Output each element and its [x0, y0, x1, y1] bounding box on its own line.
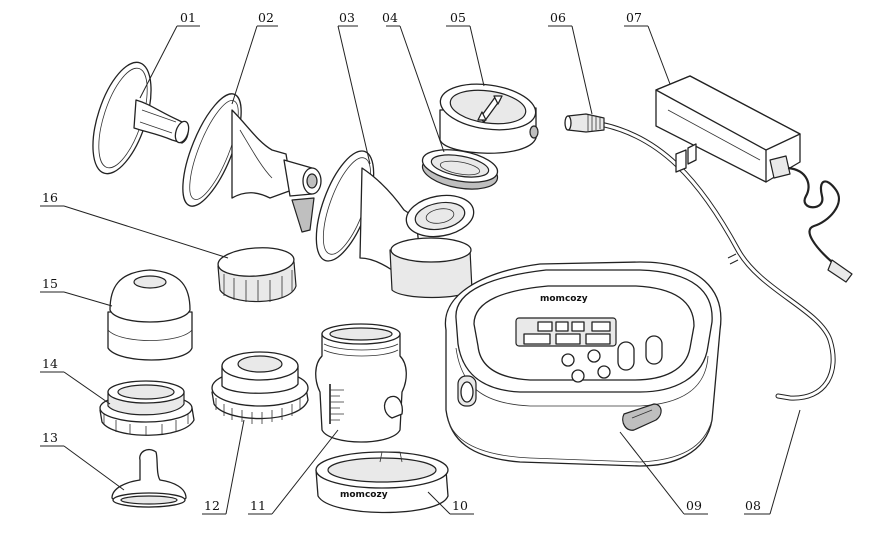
- leader-01: [139, 25, 200, 99]
- label-03: 03: [339, 10, 355, 25]
- label-05: 05: [450, 10, 466, 25]
- part-number-labels: 01 02 03 04 05 06 07 08 09 10 11 12 13 1…: [42, 10, 761, 513]
- leader-05: [446, 25, 485, 87]
- part-15-bottle-cap: [107, 269, 193, 361]
- label-13: 13: [42, 430, 58, 445]
- pump-logo: momcozy: [540, 294, 588, 304]
- part-03-shield-and-cup: [315, 150, 475, 299]
- label-14: 14: [42, 356, 58, 371]
- label-15: 15: [42, 276, 58, 291]
- label-16: 16: [42, 190, 58, 205]
- part-06-08-connector-tubing: [564, 113, 836, 401]
- leader-12: [202, 419, 245, 515]
- label-07: 07: [626, 10, 642, 25]
- label-01: 01: [180, 10, 196, 25]
- label-11: 11: [250, 498, 266, 513]
- part-01-flange-cushion: [92, 61, 190, 175]
- leader-09: [619, 431, 708, 515]
- leader-13: [40, 445, 125, 491]
- leader-14: [40, 371, 111, 405]
- leader-11: [248, 429, 339, 515]
- part-05-diaphragm-cap: [439, 83, 539, 154]
- leader-16: [40, 205, 229, 259]
- label-10: 10: [452, 498, 468, 513]
- leader-08: [744, 409, 801, 515]
- leader-15: [40, 291, 113, 307]
- label-12: 12: [204, 498, 220, 513]
- part-10-collar-ring: momcozy: [315, 451, 449, 514]
- leader-02: [231, 25, 278, 105]
- label-08: 08: [745, 498, 761, 513]
- part-07-power-adapter: [655, 75, 853, 283]
- part-16-sealing-cap: [217, 247, 297, 303]
- label-02: 02: [258, 10, 274, 25]
- part-11-bottle: [315, 323, 407, 443]
- part-09-pump-motor: momcozy: [444, 261, 722, 467]
- part-13-nipple: [111, 448, 187, 508]
- part-02-breast-shield: [182, 93, 322, 233]
- part-14-nipple-ring: [99, 380, 195, 436]
- label-06: 06: [550, 10, 566, 25]
- leader-07: [624, 25, 671, 85]
- leader-03: [337, 25, 371, 165]
- collar-logo: momcozy: [340, 490, 388, 500]
- label-09: 09: [686, 498, 702, 513]
- label-04: 04: [382, 10, 398, 25]
- leader-lines: [40, 25, 801, 515]
- leader-06: [548, 25, 593, 115]
- leader-04: [386, 25, 445, 153]
- leader-10: [427, 491, 474, 515]
- part-12-screw-collar: [211, 351, 309, 424]
